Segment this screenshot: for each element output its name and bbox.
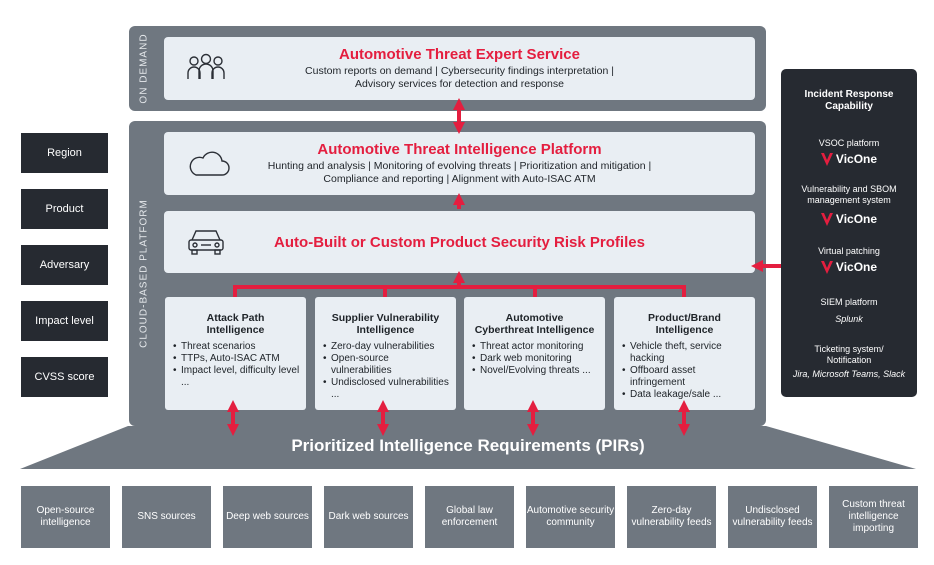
expert-service-desc-line1: Custom reports on demand | Cybersecurity… — [305, 65, 614, 77]
cloud-icon — [186, 148, 230, 183]
vicone-logo: VicOne — [781, 211, 917, 227]
ticketing-label: Ticketing system/Notification — [814, 344, 884, 365]
vicone-logo: VicOne — [781, 259, 917, 275]
vicone-logo: VicOne — [781, 151, 917, 167]
intelligence-platform-card: Automotive Threat Intelligence Platform … — [164, 132, 755, 195]
left-label-adversary: Adversary — [21, 245, 108, 285]
list-item: Open-source vulnerabilities — [323, 353, 452, 377]
expert-service-card: Automotive Threat Expert Service Custom … — [164, 37, 755, 100]
source-zero-day-feeds: Zero-day vulnerability feeds — [627, 486, 716, 548]
siem-platform-label: SIEM platform — [820, 297, 878, 307]
attack-path-title-line1: Attack Path — [206, 312, 265, 324]
left-label-cvss-score: CVSS score — [21, 357, 108, 397]
expert-service-title: Automotive Threat Expert Service — [339, 46, 580, 63]
source-undisclosed-feeds: Undisclosed vulnerability feeds — [728, 486, 817, 548]
ticketing-tools: Jira, Microsoft Teams, Slack — [792, 369, 906, 379]
list-item: Vehicle theft, service hacking — [622, 341, 751, 365]
source-custom-threat-intel: Custom threat intelligence importing — [829, 486, 918, 548]
list-item: Zero-day vulnerabilities — [323, 341, 452, 353]
risk-profiles-card: Auto-Built or Custom Product Security Ri… — [164, 211, 755, 273]
list-item: Undisclosed vulnerabilities ... — [323, 377, 452, 401]
source-open-source-intelligence: Open-source intelligence — [21, 486, 110, 548]
expert-service-desc-line2: Advisory services for detection and resp… — [355, 78, 564, 90]
list-item: Dark web monitoring — [472, 353, 601, 365]
intelligence-platform-desc-line2: Compliance and reporting | Alignment wit… — [323, 173, 596, 185]
source-dark-web: Dark web sources — [324, 486, 413, 548]
left-label-impact-level: Impact level — [21, 301, 108, 341]
product-brand-title-line1: Product/Brand — [648, 312, 721, 324]
vicone-shield-icon — [820, 152, 833, 166]
cyberthreat-title-line1: Automotive — [505, 312, 564, 324]
list-item: Impact level, difficulty level ... — [173, 365, 302, 389]
list-item: Threat actor monitoring — [472, 341, 601, 353]
attack-path-title-line2: Intelligence — [206, 324, 265, 336]
left-label-product: Product — [21, 189, 108, 229]
siem-tool: Splunk — [835, 314, 863, 324]
supplier-vuln-title-line1: Supplier Vulnerability — [331, 312, 440, 324]
vicone-shield-icon — [820, 260, 833, 274]
list-item: Data leakage/sale ... — [622, 389, 751, 401]
car-icon — [186, 228, 226, 261]
product-brand-title-line2: Intelligence — [655, 324, 714, 336]
intelligence-platform-desc-line1: Hunting and analysis | Monitoring of evo… — [267, 160, 652, 172]
virtual-patching-label: Virtual patching — [818, 246, 880, 256]
vicone-shield-icon — [820, 212, 833, 226]
source-sns: SNS sources — [122, 486, 211, 548]
risk-profiles-title: Auto-Built or Custom Product Security Ri… — [274, 234, 645, 251]
list-item: TTPs, Auto-ISAC ATM — [173, 353, 302, 365]
vsoc-platform-label: VSOC platform — [818, 138, 880, 148]
list-item: Novel/Evolving threats ... — [472, 365, 601, 377]
left-label-region: Region — [21, 133, 108, 173]
source-deep-web: Deep web sources — [223, 486, 312, 548]
pirs-title: Prioritized Intelligence Requirements (P… — [291, 436, 645, 455]
supplier-vuln-title-line2: Intelligence — [356, 324, 415, 336]
people-icon — [186, 53, 226, 90]
source-automotive-security-community: Automotive security community — [526, 486, 615, 548]
cyberthreat-title-line2: Cyberthreat Intelligence — [474, 324, 595, 336]
list-item: Threat scenarios — [173, 341, 302, 353]
list-item: Offboard asset infringement — [622, 365, 751, 389]
source-global-law-enforcement: Global law enforcement — [425, 486, 514, 548]
intelligence-platform-title: Automotive Threat Intelligence Platform — [317, 141, 602, 158]
